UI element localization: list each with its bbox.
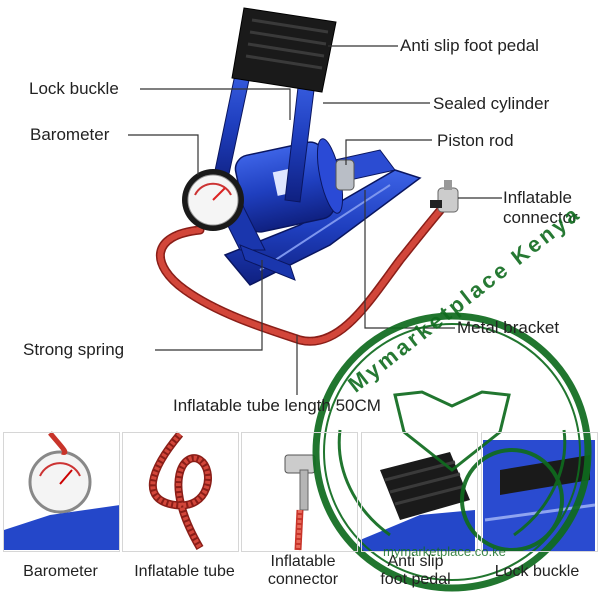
label-tube-length: Inflatable tube length 50CM: [173, 396, 381, 415]
caption-inflatable-tube: Inflatable tube: [134, 563, 235, 580]
thumbnail-barometer: [3, 432, 120, 552]
thumbnail-inflatable-tube: [122, 432, 239, 552]
caption-barometer: Barometer: [23, 563, 98, 580]
caption-inflatable-connector-2: connector: [267, 571, 339, 588]
inflatable-connector: [430, 180, 459, 213]
thumbnail-foot-pedal: [361, 432, 478, 552]
label-anti-slip-foot-pedal: Anti slip foot pedal: [400, 36, 539, 55]
label-inflatable-connector-line2: connector: [503, 208, 578, 227]
leader-lines: [128, 45, 502, 395]
watermark-url: mymarketplace.co.ke: [383, 544, 506, 559]
thumbnail-art-4: [360, 452, 475, 552]
thumbnail-art-1: [4, 431, 120, 550]
label-lock-buckle: Lock buckle: [29, 79, 119, 98]
label-sealed-cylinder: Sealed cylinder: [433, 94, 550, 113]
watermark-seal: [312, 312, 592, 592]
caption-inflatable-connector-1: Inflatable: [270, 553, 336, 570]
label-piston-rod: Piston rod: [437, 131, 514, 150]
label-inflatable-connector-line1: Inflatable: [503, 188, 572, 207]
barometer-gauge: [182, 169, 244, 231]
label-barometer: Barometer: [30, 125, 110, 144]
caption-foot-pedal-2: foot pedal: [380, 571, 451, 588]
label-strong-spring: Strong spring: [23, 340, 125, 359]
piston-rod: [335, 159, 355, 191]
caption-lock-buckle: Lock buckle: [494, 563, 580, 580]
thumbnail-inflatable-connector: [241, 432, 358, 552]
thumbnail-art-2: [148, 431, 212, 551]
anti-slip-foot-pedal: [231, 7, 337, 93]
thumbnail-lock-buckle: [481, 432, 598, 552]
label-metal-bracket: Metal bracket: [457, 318, 560, 337]
caption-foot-pedal-1: Anti slip: [387, 553, 444, 570]
